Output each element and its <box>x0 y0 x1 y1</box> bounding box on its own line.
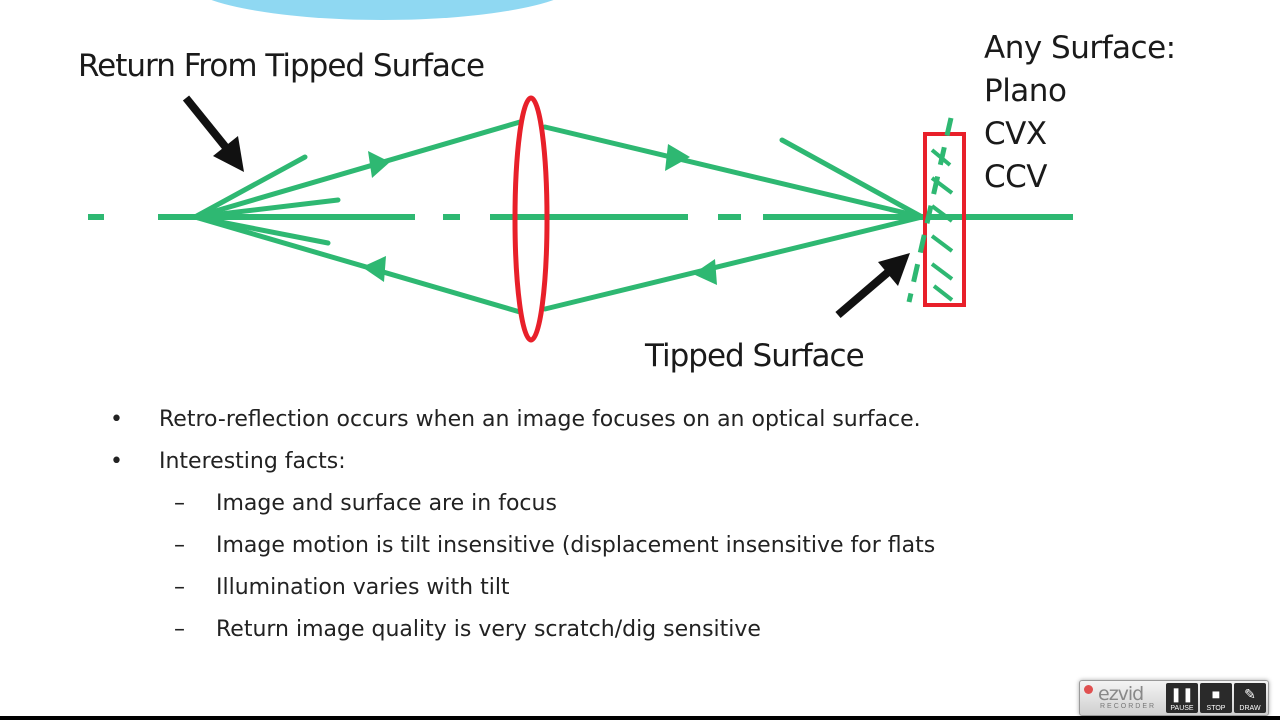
tipped-surface-line <box>906 117 954 303</box>
return-ray-2 <box>192 197 341 220</box>
sub-bullet-item: Image and surface are in focus <box>216 491 557 516</box>
arrowhead-left-1 <box>362 256 386 282</box>
return-ray-1 <box>192 154 308 220</box>
surface-type-cvx: CVX <box>984 116 1047 152</box>
dash-marker: – <box>174 575 185 600</box>
ray-lower-left <box>192 214 523 315</box>
recorder-brand: ezvid <box>1098 683 1144 705</box>
pointer-arrow-tipped <box>835 253 910 319</box>
ray-upper-left <box>192 119 523 220</box>
ray-arrowheads <box>362 144 717 285</box>
rays <box>192 119 925 315</box>
record-indicator-icon <box>1084 685 1093 694</box>
bullet-marker: • <box>110 407 123 432</box>
surface-type-plano: Plano <box>984 73 1067 109</box>
surface-type-ccv: CCV <box>984 159 1047 195</box>
bullet-item: Retro-reflection occurs when an image fo… <box>159 407 921 432</box>
stop-button[interactable]: ■ STOP <box>1200 683 1232 713</box>
dash-marker: – <box>174 491 185 516</box>
arrowhead-right-1 <box>368 151 390 178</box>
surface-list-title: Any Surface: <box>984 30 1176 66</box>
reflected-ray <box>779 137 925 220</box>
bullet-item: Interesting facts: <box>159 449 346 474</box>
surface-types-list: Any Surface: Plano CVX CCV <box>984 27 1176 199</box>
surface-hatching <box>930 148 954 302</box>
bullet-marker: • <box>110 449 123 474</box>
stop-icon: ■ <box>1211 686 1221 702</box>
draw-button[interactable]: ✎ DRAW <box>1234 683 1266 713</box>
pause-button[interactable]: ❚❚ PAUSE <box>1166 683 1198 713</box>
ray-upper-right <box>542 124 925 220</box>
pause-icon: ❚❚ <box>1170 686 1194 702</box>
ezvid-recorder-widget: ezvid RECORDER ❚❚ PAUSE ■ STOP ✎ DRAW <box>1079 680 1269 716</box>
label-return-from-tipped-surface: Return From Tipped Surface <box>78 48 485 84</box>
label-tipped-surface: Tipped Surface <box>645 338 865 374</box>
sub-bullet-item: Image motion is tilt insensitive (displa… <box>216 533 936 558</box>
dash-marker: – <box>174 617 185 642</box>
pointer-arrow-return <box>182 95 244 172</box>
bottom-bar <box>0 716 1280 720</box>
arrowhead-right-2 <box>665 144 690 171</box>
ray-lower-right <box>542 214 925 312</box>
sub-bullet-item: Illumination varies with tilt <box>216 575 510 600</box>
pen-icon: ✎ <box>1244 686 1256 702</box>
sub-bullet-item: Return image quality is very scratch/dig… <box>216 617 761 642</box>
recorder-sub: RECORDER <box>1100 703 1157 710</box>
surface-box <box>923 132 966 307</box>
dash-marker: – <box>174 533 185 558</box>
arrowhead-left-2 <box>693 259 717 285</box>
return-ray-3 <box>192 214 331 246</box>
lens-icon <box>512 95 550 343</box>
